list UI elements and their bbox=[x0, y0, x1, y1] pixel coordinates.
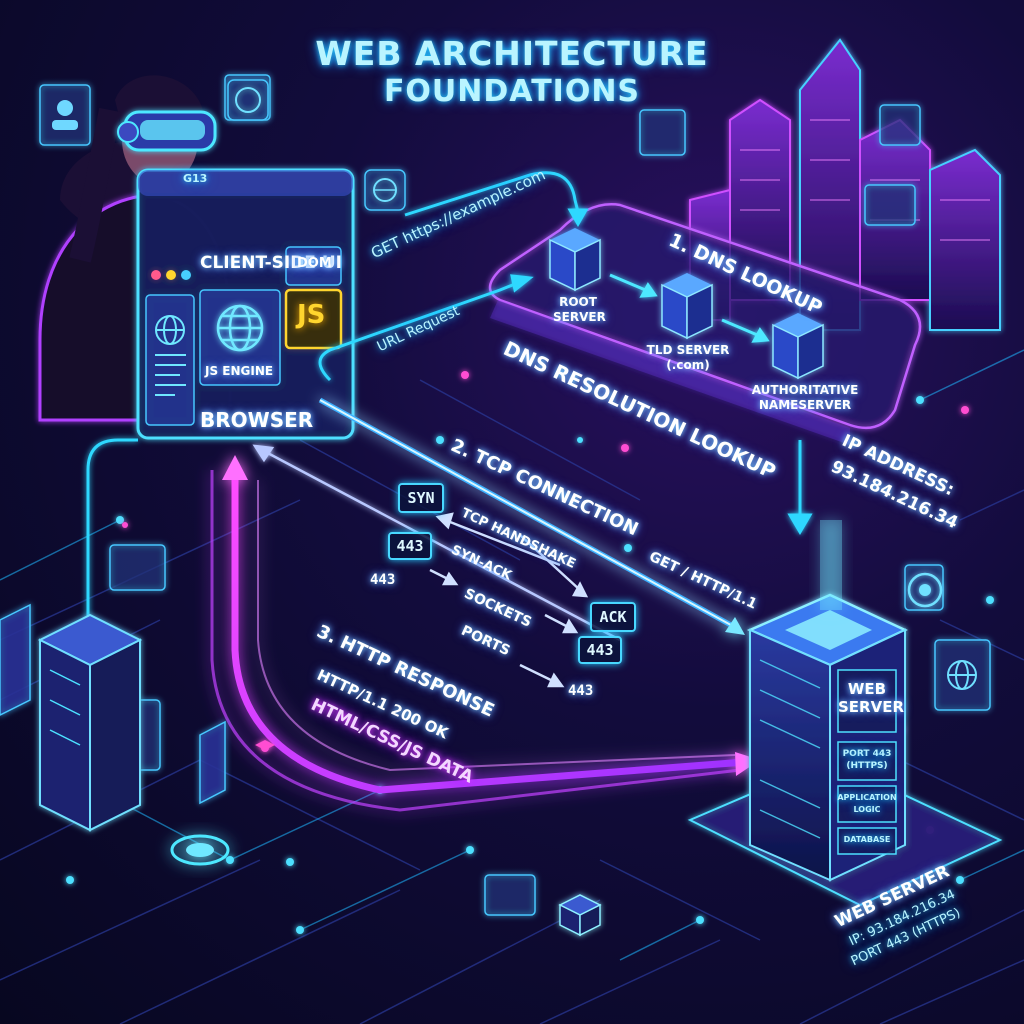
vr-badge-icon bbox=[227, 79, 269, 121]
client-server-tower bbox=[37, 613, 143, 832]
server-port-label: PORT 443 (HTTPS) bbox=[838, 748, 896, 772]
syn-chip: SYN bbox=[398, 483, 444, 513]
link-badge-icon bbox=[199, 720, 226, 805]
browser-tab-id: G13 bbox=[183, 172, 208, 185]
root-server-line1: ROOT bbox=[559, 295, 597, 309]
network-hub-icon bbox=[170, 834, 230, 866]
server-beam bbox=[820, 520, 842, 610]
globe-badge-icon bbox=[364, 169, 406, 211]
tld-server-line1: TLD SERVER bbox=[646, 343, 730, 357]
app-logic-line2: LOGIC bbox=[853, 805, 881, 814]
tld-server-line2: (.com) bbox=[666, 358, 710, 372]
web-server-title-line1: WEB bbox=[847, 680, 887, 698]
http-response-beam bbox=[210, 455, 760, 812]
globe-icon bbox=[216, 304, 264, 352]
globe-card-icon bbox=[947, 660, 977, 690]
web-server-title-line2: SERVER bbox=[838, 698, 905, 716]
port-label-4: 443 bbox=[568, 683, 594, 699]
authoritative-server-label: AUTHORITATIVE NAMESERVER bbox=[740, 383, 870, 413]
port-chip-3: 443 bbox=[578, 636, 622, 664]
floor-cubes bbox=[255, 740, 602, 937]
server-port-line2: (HTTPS) bbox=[846, 761, 888, 771]
user-card-icon bbox=[52, 100, 78, 130]
port-chip-1: 443 bbox=[388, 532, 432, 560]
root-server-icon bbox=[549, 228, 601, 292]
database-label: DATABASE bbox=[843, 835, 891, 844]
ack-chip: ACK bbox=[590, 602, 636, 632]
app-logic-line1: APPLICATION bbox=[837, 793, 897, 802]
authoritative-server-icon bbox=[772, 313, 824, 380]
gear-icon bbox=[907, 572, 943, 608]
authoritative-line1: AUTHORITATIVE bbox=[751, 383, 859, 397]
dom-label: DOM bbox=[297, 256, 332, 271]
web-server-title: WEB SERVER bbox=[838, 680, 904, 716]
handshake-arrows bbox=[429, 512, 589, 688]
port-label-2: 443 bbox=[370, 572, 396, 588]
floating-panel-left bbox=[0, 603, 31, 716]
authoritative-line2: NAMESERVER bbox=[758, 398, 852, 412]
browser-window bbox=[136, 168, 355, 440]
globe-icon-small bbox=[155, 315, 186, 396]
vr-headset-icon bbox=[117, 110, 217, 152]
root-server-label: ROOT SERVER bbox=[553, 295, 606, 325]
request-flow-arrows bbox=[86, 171, 813, 640]
tcp-beam bbox=[318, 397, 745, 635]
tcp-return-line bbox=[252, 444, 621, 642]
js-label: JS bbox=[297, 300, 326, 330]
app-logic-label: APPLICATION LOGIC bbox=[836, 792, 898, 816]
tld-server-label: TLD SERVER (.com) bbox=[638, 343, 738, 373]
browser-label: BROWSER bbox=[200, 408, 314, 432]
server-port-line1: PORT 443 bbox=[842, 749, 892, 759]
client-ui-title: CLIENT-SIDE UI bbox=[200, 253, 342, 273]
tld-server-icon bbox=[661, 273, 713, 340]
js-engine-label: JS ENGINE bbox=[205, 364, 274, 378]
dns-arrows bbox=[609, 273, 770, 343]
web-server-icon bbox=[687, 593, 1003, 907]
page-subtitle: FOUNDATIONS bbox=[383, 74, 641, 109]
page-title: WEB ARCHITECTURE bbox=[315, 34, 709, 73]
root-server-line2: SERVER bbox=[553, 310, 606, 324]
